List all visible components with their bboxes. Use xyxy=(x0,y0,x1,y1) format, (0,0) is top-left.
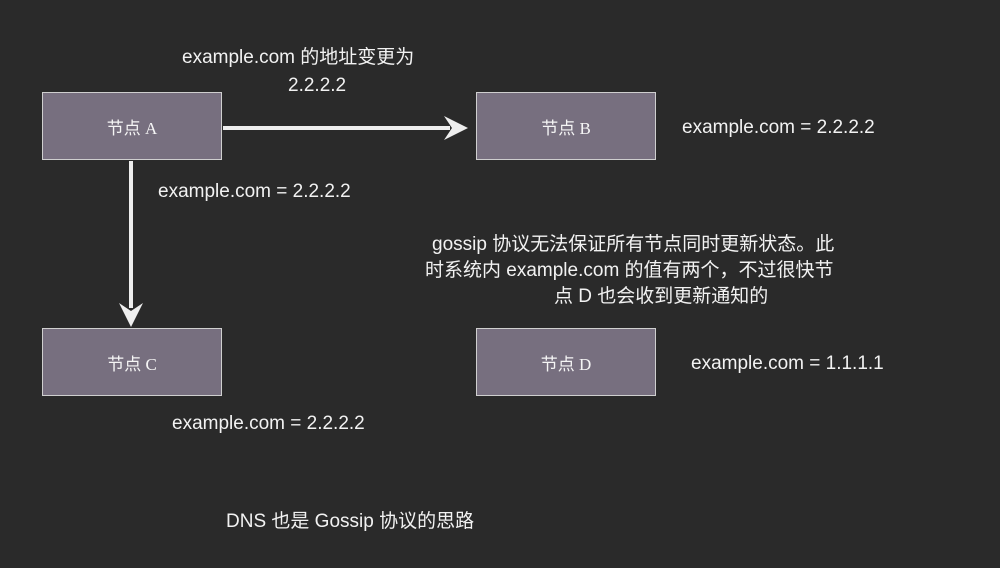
node-c: 节点 C xyxy=(42,328,222,396)
node-a: 节点 A xyxy=(42,92,222,160)
node-d-value: example.com = 1.1.1.1 xyxy=(691,353,884,374)
footer-note: DNS 也是 Gossip 协议的思路 xyxy=(226,511,475,532)
note-line1: gossip 协议无法保证所有节点同时更新状态。此 xyxy=(432,234,835,255)
node-c-value: example.com = 2.2.2.2 xyxy=(172,413,365,434)
update-label-line2: 2.2.2.2 xyxy=(288,75,347,96)
update-label-line1: example.com 的地址变更为 xyxy=(182,47,415,68)
arrow-a-to-b xyxy=(223,116,468,140)
node-d: 节点 D xyxy=(476,328,656,396)
note-line2: 时系统内 example.com 的值有两个，不过很快节 xyxy=(425,260,834,281)
arrow-a-to-c xyxy=(119,161,143,327)
note-line3: 点 D 也会收到更新通知的 xyxy=(554,286,769,307)
node-a-value: example.com = 2.2.2.2 xyxy=(158,181,351,202)
node-b: 节点 B xyxy=(476,92,656,160)
node-b-value: example.com = 2.2.2.2 xyxy=(682,117,875,138)
